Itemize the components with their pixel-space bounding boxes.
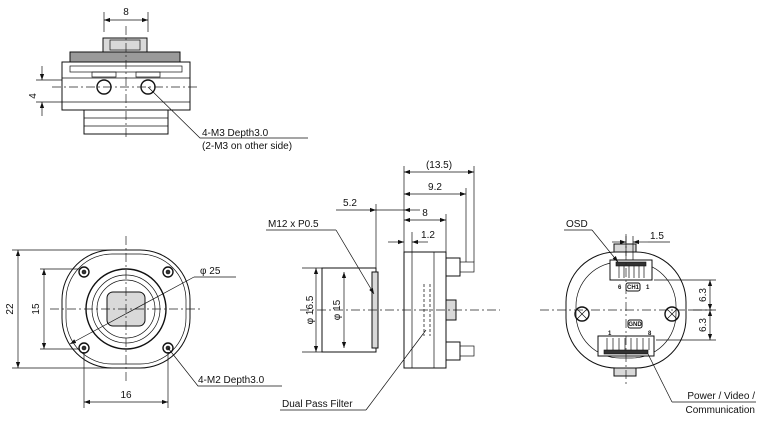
side-view: (13.5) 9.2 5.2 8 1.2 M12 x P0.5 φ 16.5 φ… [266,160,500,411]
rear-dim-1-5: 1.5 [650,231,664,242]
rear-connector-label-1: Power / Video / [687,391,755,402]
rear-screw-left-icon [574,306,590,322]
side-filter-label: Dual Pass Filter [282,399,353,410]
top-note-line2: (2-M3 on other side) [202,141,292,152]
side-dim-1-2: 1.2 [421,230,435,241]
rear-marker-top: CH1 [627,285,640,291]
top-hole-leader [147,86,308,139]
rear-pin-bottom-left: 1 [608,331,612,337]
side-dim-5-2: 5.2 [343,198,357,209]
side-thread-label: M12 x P0.5 [268,219,319,230]
rear-screw-right-icon [664,306,680,322]
top-view: 8 4 4-M3 Depth3.0 (2-M3 on other side) [28,7,308,152]
front-note-holes: 4-M2 Depth3.0 [198,375,265,386]
top-dim-height: 4 [28,93,39,99]
rear-view: 6 1 CH1 GND 1 8 OSD 1.5 6.3 6 [540,219,756,416]
rear-marker-bottom: GND [628,322,642,328]
rear-pin-top-right: 1 [646,285,650,291]
side-dim-9-2: 9.2 [428,182,442,193]
rear-connector-label-2: Communication [686,405,755,416]
rear-dim-6-3-top: 6.3 [698,288,709,302]
side-dim-total: (13.5) [426,160,452,171]
rear-dim-6-3-bottom: 6.3 [698,318,709,332]
top-dim-width: 8 [123,7,129,18]
top-note-line1: 4-M3 Depth3.0 [202,128,269,139]
front-dim-diameter: φ 25 [200,266,221,277]
front-dim-height: 22 [5,303,16,315]
side-dim-8: 8 [422,208,428,219]
side-dim-phi-15: φ 15 [332,299,343,320]
front-dim-bottom: 16 [120,390,132,401]
side-dim-phi-16-5: φ 16.5 [305,295,316,324]
rear-pin-bottom-right: 8 [648,331,652,337]
rear-pin-top-left: 6 [618,285,622,291]
rear-osd-label: OSD [566,219,588,230]
front-view: 22 15 16 φ 25 4-M2 Depth3.0 [5,236,282,408]
front-dim-inner: 15 [31,303,42,315]
